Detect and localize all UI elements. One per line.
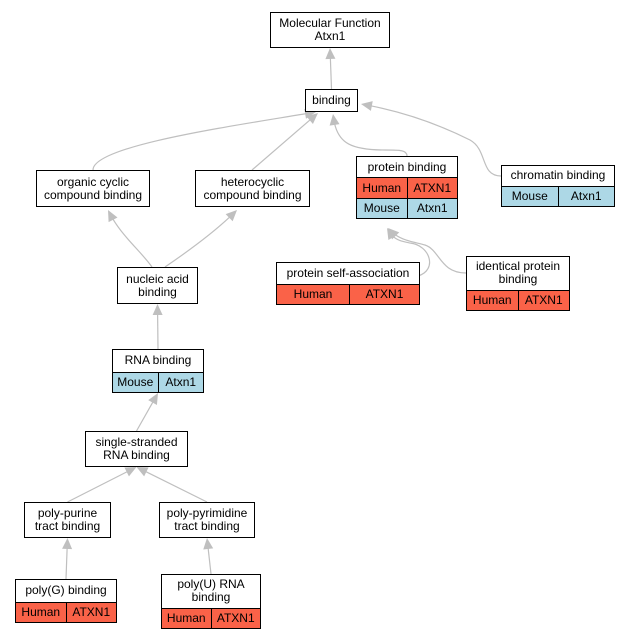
edge-nucleic-acid-to-organic-cyclic <box>107 209 153 268</box>
species-cell: Human <box>277 284 349 304</box>
edge-poly-purine-to-ss-rna <box>67 466 137 503</box>
term-node-organic-cyclic[interactable]: organic cyclic compound binding <box>36 170 150 207</box>
edge-rna-binding-to-nucleic-acid <box>156 303 159 350</box>
edge-chromatin-binding-to-binding <box>360 103 502 177</box>
term-label: heterocyclic compound binding <box>203 174 302 202</box>
edge-poly-pyrimidine-to-ss-rna <box>136 466 208 503</box>
term-node-binding[interactable]: binding <box>305 89 358 112</box>
arrowhead <box>388 228 400 240</box>
arrowhead <box>361 101 373 111</box>
term-label: poly(G) binding <box>25 583 107 598</box>
species-cell: Human <box>162 608 211 628</box>
gene-cell: ATXN1 <box>406 178 457 198</box>
arrowhead <box>62 538 73 550</box>
arrowhead <box>203 538 214 550</box>
edge-binding-to-root <box>329 47 333 90</box>
edge-ss-rna-to-rna-binding <box>135 392 159 432</box>
arrowhead <box>329 114 340 126</box>
term-label: single-stranded RNA binding <box>95 435 178 462</box>
term-label: poly-purine tract binding <box>34 506 101 533</box>
term-node-heterocyclic[interactable]: heterocyclic compound binding <box>195 170 310 207</box>
species-cell: Mouse <box>113 372 158 392</box>
species-cell: Human <box>357 178 407 198</box>
term-node-poly-purine[interactable]: poly-purine tract binding <box>24 502 111 538</box>
arrowhead <box>136 467 149 477</box>
gene-cell: ATXN1 <box>65 602 116 622</box>
term-label: identical protein binding <box>475 259 561 287</box>
arrowhead <box>306 113 318 124</box>
arrowhead <box>152 304 163 316</box>
edge-organic-cyclic-to-binding <box>92 111 317 171</box>
gene-cell: ATXN1 <box>349 284 419 304</box>
term-node-root[interactable]: Molecular Function Atxn1 <box>270 12 390 48</box>
gene-cell: ATXN1 <box>517 290 569 310</box>
term-node-ss-rna[interactable]: single-stranded RNA binding <box>85 431 188 467</box>
edge-poly-g-to-poly-purine <box>65 537 69 580</box>
term-label: RNA binding <box>124 353 192 368</box>
species-cell: Human <box>467 290 518 310</box>
term-label: protein binding <box>367 159 447 174</box>
gene-cell: Atxn1 <box>557 186 614 206</box>
gene-cell: Atxn1 <box>406 198 457 218</box>
term-label: poly-pyrimidine tract binding <box>166 506 248 533</box>
term-label: Molecular Function Atxn1 <box>279 16 381 43</box>
arrowhead <box>108 210 118 223</box>
species-cell: Mouse <box>357 198 407 218</box>
edge-heterocyclic-to-binding <box>251 112 319 171</box>
term-label: poly(U) RNA binding <box>177 577 245 605</box>
term-label: organic cyclic compound binding <box>43 174 143 202</box>
term-label: nucleic acid binding <box>126 271 189 299</box>
species-cell: Mouse <box>502 186 558 206</box>
term-label: binding <box>312 93 351 107</box>
arrowhead <box>325 48 336 60</box>
term-node-poly-pyrimidine[interactable]: poly-pyrimidine tract binding <box>159 502 255 538</box>
arrowhead <box>148 393 158 406</box>
term-label: chromatin binding <box>510 168 606 183</box>
gene-cell: ATXN1 <box>210 608 260 628</box>
term-label: protein self-association <box>286 265 410 280</box>
edge-nucleic-acid-to-heterocyclic <box>164 209 238 268</box>
arrowhead <box>124 467 137 477</box>
edge-poly-u-to-poly-pyrimidine <box>206 537 212 575</box>
species-cell: Human <box>16 602 66 622</box>
edge-protein-binding-to-binding <box>332 113 408 157</box>
arrowhead <box>225 210 237 222</box>
term-node-nucleic-acid[interactable]: nucleic acid binding <box>117 267 198 304</box>
edge-identical-protein-to-protein-binding <box>387 227 467 274</box>
gene-cell: Atxn1 <box>157 372 203 392</box>
